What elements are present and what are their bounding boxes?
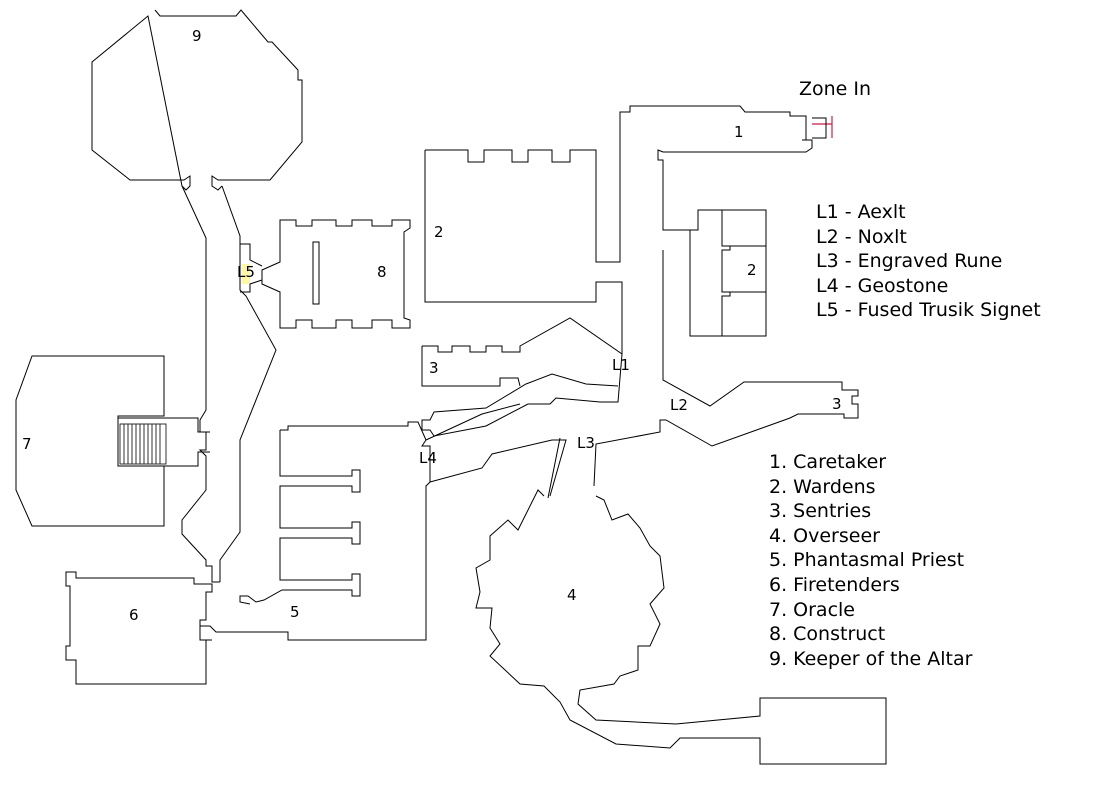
room-7-entry-corridor [118, 417, 210, 467]
room-2-west-label: 2 [434, 223, 444, 241]
room-2-west-outline [424, 105, 813, 354]
room-4-label: 4 [567, 586, 577, 604]
loot-legend-item: L4 - Geostone [816, 274, 949, 297]
room-4-outline [475, 489, 887, 765]
boss-legend-item: 9. Keeper of the Altar [769, 647, 973, 670]
room-2-east-outline [689, 209, 767, 337]
loot-legend-item: L5 - Fused Trusik Signet [816, 299, 1041, 322]
room-9-outline [91, 9, 303, 191]
room-9-label: 9 [192, 27, 202, 45]
room-6-outline [65, 571, 213, 685]
l4-marker: L4 [419, 449, 437, 467]
l1-marker: L1 [612, 356, 630, 374]
boss-legend-item: 3. Sentries [769, 500, 872, 523]
room-8-label: 8 [377, 263, 387, 281]
loot-legend: L1 - Aexlt L2 - Noxlt L3 - Engraved Rune… [816, 200, 1041, 323]
loot-legend-item: L1 - Aexlt [816, 201, 906, 223]
room-3-east-label: 3 [832, 395, 842, 413]
boss-legend: 1. Caretaker 2. Wardens 3. Sentries 4. O… [769, 450, 972, 671]
l5-highlight [242, 264, 250, 284]
room-7-stairs [119, 423, 167, 465]
boss-legend-item: 5. Phantasmal Priest [769, 549, 965, 572]
boss-legend-item: 7. Oracle [769, 598, 855, 621]
l3-marker: L3 [577, 434, 595, 452]
room-6-label: 6 [129, 606, 139, 624]
l2-marker: L2 [670, 396, 688, 414]
l5-marker: L5 [237, 263, 255, 281]
boss-legend-item: 4. Overseer [769, 524, 880, 547]
loot-legend-item: L2 - Noxlt [816, 225, 907, 248]
room-8-outline [261, 219, 411, 329]
room-3-west-outline [421, 317, 623, 437]
boss-legend-item: 1. Caretaker [769, 451, 887, 473]
west-corridor-outline [181, 185, 277, 583]
l4-l3-corridor-outline [425, 403, 567, 499]
room-8-pillar [312, 241, 320, 305]
room-5-label: 5 [290, 603, 300, 621]
room-2-east-label: 2 [747, 261, 757, 279]
room-5-outline [199, 421, 431, 641]
room-1-label: 1 [734, 123, 744, 141]
room-7-label: 7 [22, 435, 32, 453]
room-7-outline [15, 355, 165, 527]
zone-in-alcove [812, 117, 827, 139]
boss-legend-item: 2. Wardens [769, 475, 876, 498]
boss-legend-item: 8. Construct [769, 623, 886, 646]
l5-alcove-outline [240, 243, 263, 293]
zone-in-label: Zone In [799, 78, 872, 100]
boss-legend-item: 6. Firetenders [769, 573, 900, 596]
loot-legend-item: L3 - Engraved Rune [816, 250, 1003, 273]
room-3-west-label: 3 [429, 359, 439, 377]
east-corridor-outline [593, 250, 859, 487]
